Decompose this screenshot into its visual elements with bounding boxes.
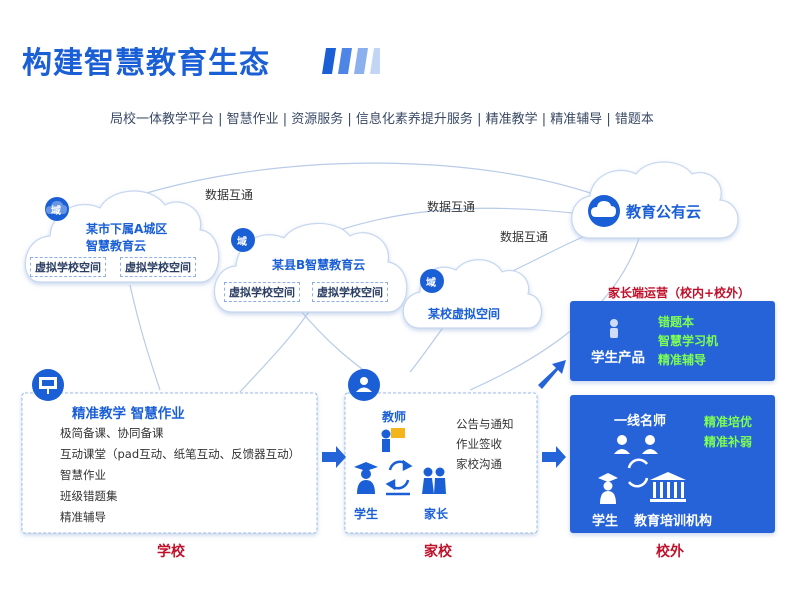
link-label-b: 数据互通 bbox=[427, 200, 476, 214]
school-box bbox=[21, 392, 318, 534]
district-cloud-subtitle: 智慧教育云 bbox=[86, 239, 147, 253]
school-badge-text: 域 bbox=[426, 278, 436, 289]
school-cloud-title: 某校虚拟空间 bbox=[428, 307, 501, 321]
outside-tutoring-list: 精准培优 精准补弱 bbox=[704, 412, 752, 452]
list-item: 智慧学习机 bbox=[658, 334, 719, 348]
outside-sync-icon bbox=[627, 458, 649, 488]
list-item: 智慧作业 bbox=[60, 468, 106, 482]
student-figure-icon bbox=[354, 462, 378, 494]
public-cloud-title: 教育公有云 bbox=[626, 203, 702, 221]
outside-footer-label: 校外 bbox=[656, 544, 684, 560]
flow-arrows bbox=[322, 360, 566, 468]
outside-box bbox=[570, 395, 775, 533]
student-product-label: 学生产品 bbox=[591, 350, 645, 366]
person-badge-icon bbox=[348, 369, 380, 401]
county-badge-icon bbox=[231, 228, 255, 252]
sync-cycle-icon bbox=[385, 459, 413, 491]
arrow-up-to-parent-ops bbox=[538, 360, 566, 389]
home-school-footer-label: 家校 bbox=[424, 544, 452, 560]
public-cloud-icon bbox=[588, 195, 620, 227]
school-footer-label: 学校 bbox=[157, 544, 185, 560]
district-virtual-space-1: 虚拟学校空间 bbox=[30, 257, 106, 277]
student-product-list: 错题本 智慧学习机 精准辅导 bbox=[658, 313, 718, 370]
county-virtual-space-1: 虚拟学校空间 bbox=[224, 282, 300, 302]
district-badge-text: 域 bbox=[51, 206, 61, 217]
parent-ops-heading: 家长端运营（校内+校外） bbox=[608, 286, 751, 300]
arrow-home-to-outside bbox=[542, 446, 566, 468]
list-item: 公告与通知 bbox=[456, 417, 514, 431]
school-badge-icon bbox=[420, 269, 444, 293]
list-item: 精准辅导 bbox=[658, 353, 707, 367]
list-item: 家校沟通 bbox=[456, 457, 502, 471]
title-stripes-decoration bbox=[322, 48, 380, 74]
list-item: 错题本 bbox=[658, 315, 695, 329]
link-label-a: 数据互通 bbox=[205, 188, 254, 202]
district-badge-icon bbox=[45, 197, 69, 221]
teacher-label: 教师 bbox=[382, 410, 407, 424]
school-box-heading: 精准教学 智慧作业 bbox=[72, 406, 185, 422]
school-feature-list: 极简备课、协同备课 互动课堂（pad互动、纸笔互动、反馈器互动） 智慧作业 班级… bbox=[60, 423, 300, 528]
county-badge-text: 域 bbox=[237, 237, 247, 248]
county-virtual-space-2: 虚拟学校空间 bbox=[312, 282, 388, 302]
home-school-feature-list: 公告与通知 作业签收 家校沟通 bbox=[456, 414, 514, 474]
teacher-badges-icon bbox=[614, 435, 658, 454]
link-label-c: 数据互通 bbox=[500, 230, 549, 244]
district-virtual-space-2: 虚拟学校空间 bbox=[120, 257, 196, 277]
student-white-icon bbox=[598, 473, 618, 504]
parent-figure-icon bbox=[422, 467, 446, 494]
feature-subtitle: 局校一体教学平台 | 智慧作业 | 资源服务 | 信息化素养提升服务 | 精准教… bbox=[110, 112, 654, 127]
list-item: 作业签收 bbox=[456, 437, 502, 451]
county-cloud-title: 某县B智慧教育云 bbox=[272, 258, 366, 272]
page-title: 构建智慧教育生态 bbox=[22, 46, 270, 81]
list-item: 精准补弱 bbox=[704, 435, 753, 449]
list-item: 班级错题集 bbox=[60, 489, 118, 503]
district-cloud-title: 某市下属A城区 bbox=[86, 222, 168, 236]
institution-icon bbox=[650, 472, 686, 502]
whiteboard-icon bbox=[32, 369, 64, 401]
teacher-figure-icon bbox=[381, 428, 405, 452]
training-org-label: 教育培训机构 bbox=[634, 514, 713, 529]
top-teacher-label: 一线名师 bbox=[614, 414, 667, 429]
parent-ops-box bbox=[570, 301, 775, 381]
parent-label: 家长 bbox=[424, 507, 449, 521]
arrow-school-to-home bbox=[322, 446, 346, 468]
student-label: 学生 bbox=[354, 507, 379, 521]
list-item: 极简备课、协同备课 bbox=[60, 426, 164, 440]
outside-student-label: 学生 bbox=[592, 514, 619, 529]
list-item: 精准培优 bbox=[704, 415, 753, 429]
list-item: 互动课堂（pad互动、纸笔互动、反馈器互动） bbox=[60, 447, 301, 461]
list-item: 精准辅导 bbox=[60, 510, 106, 524]
student-product-icon bbox=[610, 319, 618, 338]
